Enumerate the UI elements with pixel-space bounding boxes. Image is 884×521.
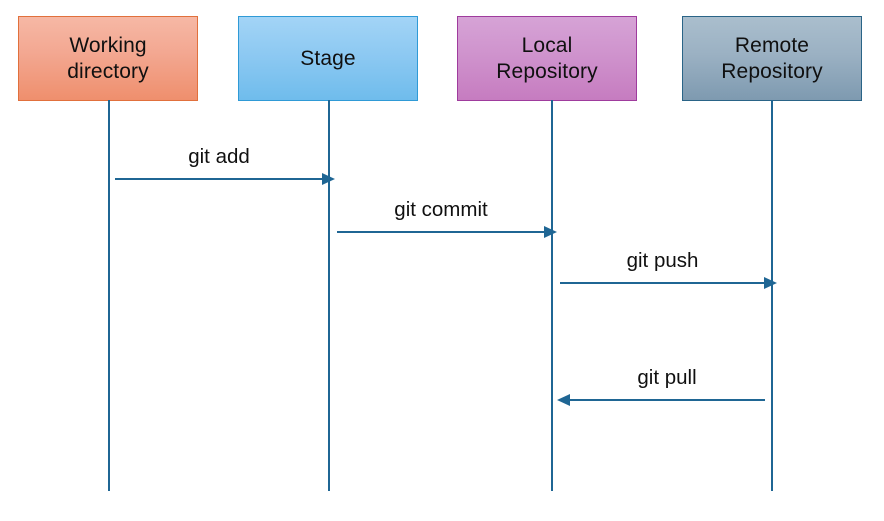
participant-working-directory[interactable]: Working directory [18,16,198,101]
arrowhead-left-icon-git-pull [557,393,570,406]
arrowhead-right-icon-git-commit [544,225,557,238]
message-label-git-push: git push [626,249,699,273]
lifeline-stage [328,100,331,491]
participant-label-local-repository: Local Repository [496,33,598,83]
participant-stage[interactable]: Stage [238,16,418,101]
message-label-git-commit: git commit [394,198,488,222]
message-label-git-pull: git pull [637,366,697,390]
message-line-git-add [115,178,323,181]
arrowhead-right-icon-git-push [764,276,777,289]
lifeline-remote-repository [771,100,774,491]
message-line-git-commit [337,231,545,234]
arrowhead-right-icon-git-add [322,172,335,185]
participant-label-working-directory: Working directory [67,33,149,83]
participant-label-remote-repository: Remote Repository [721,33,823,83]
message-line-git-pull [569,399,765,402]
message-label-git-add: git add [188,145,250,169]
message-line-git-push [560,282,765,285]
lifeline-local-repository [551,100,554,491]
participant-local-repository[interactable]: Local Repository [457,16,637,101]
participant-label-stage: Stage [300,46,356,70]
participant-remote-repository[interactable]: Remote Repository [682,16,862,101]
lifeline-working-directory [108,100,111,491]
